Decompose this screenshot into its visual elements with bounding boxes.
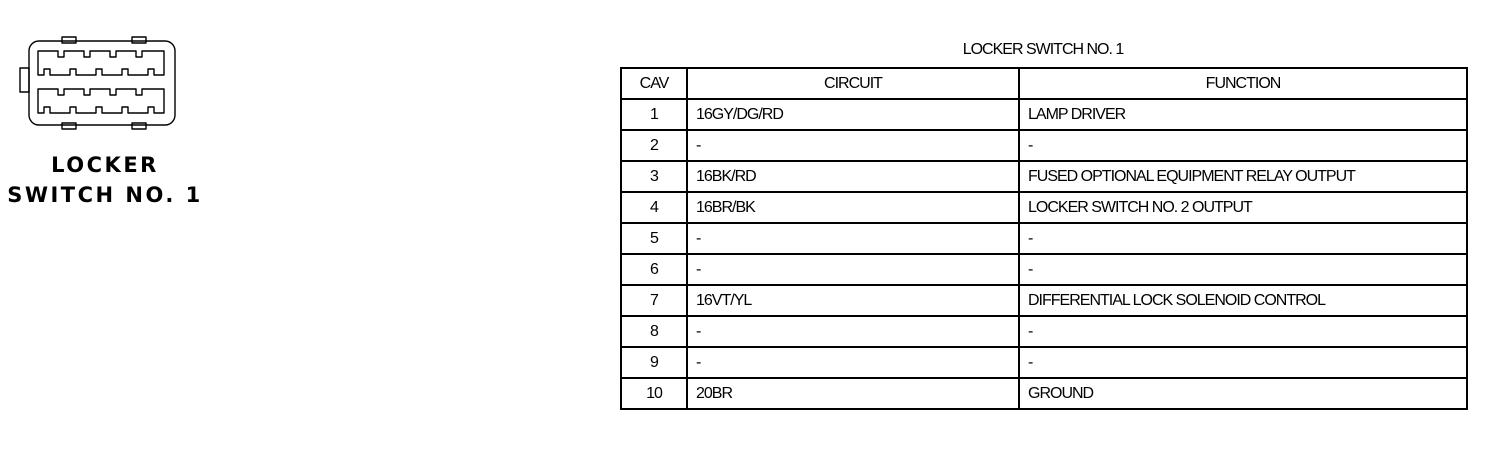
cav-cell: 9 xyxy=(620,346,688,379)
circuit-cell: 16BK/RD xyxy=(686,160,1020,193)
circuit-cell: - xyxy=(686,346,1020,379)
circuit-cell: - xyxy=(686,129,1020,162)
connector-icon xyxy=(19,36,176,130)
function-cell: LOCKER SWITCH NO. 2 OUTPUT xyxy=(1018,191,1468,224)
pinout-table: CAV CIRCUIT FUNCTION 1 16GY/DG/RD LAMP D… xyxy=(620,67,1468,410)
table-row: 3 16BK/RD FUSED OPTIONAL EQUIPMENT RELAY… xyxy=(620,160,1468,193)
function-cell: LAMP DRIVER xyxy=(1018,98,1468,131)
cav-cell: 6 xyxy=(620,253,688,286)
cav-cell: 5 xyxy=(620,222,688,255)
connector-label: LOCKER SWITCH NO. 1 xyxy=(0,150,210,210)
circuit-cell: 16BR/BK xyxy=(686,191,1020,224)
cav-cell: 1 xyxy=(620,98,688,131)
table-header-row: CAV CIRCUIT FUNCTION xyxy=(620,67,1468,100)
function-cell: FUSED OPTIONAL EQUIPMENT RELAY OUTPUT xyxy=(1018,160,1468,193)
function-cell: - xyxy=(1018,253,1468,286)
cav-cell: 7 xyxy=(620,284,688,317)
function-cell: DIFFERENTIAL LOCK SOLENOID CONTROL xyxy=(1018,284,1468,317)
function-cell: - xyxy=(1018,346,1468,379)
connector-label-line1: LOCKER xyxy=(51,153,159,177)
header-circuit: CIRCUIT xyxy=(686,67,1020,100)
circuit-cell: - xyxy=(686,315,1020,348)
table-row: 4 16BR/BK LOCKER SWITCH NO. 2 OUTPUT xyxy=(620,191,1468,224)
function-cell: - xyxy=(1018,315,1468,348)
table-row: 6 - - xyxy=(620,253,1468,286)
header-cav: CAV xyxy=(620,67,688,100)
connector-label-line2: SWITCH NO. 1 xyxy=(7,183,203,207)
table-row: 9 - - xyxy=(620,346,1468,379)
function-cell: GROUND xyxy=(1018,377,1468,410)
circuit-cell: - xyxy=(686,222,1020,255)
cav-cell: 2 xyxy=(620,129,688,162)
circuit-cell: 16GY/DG/RD xyxy=(686,98,1020,131)
cav-cell: 10 xyxy=(620,377,688,410)
circuit-cell: 16VT/YL xyxy=(686,284,1020,317)
table-row: 1 16GY/DG/RD LAMP DRIVER xyxy=(620,98,1468,131)
table-row: 8 - - xyxy=(620,315,1468,348)
table-title: LOCKER SWITCH NO. 1 xyxy=(962,41,1125,58)
table-row: 7 16VT/YL DIFFERENTIAL LOCK SOLENOID CON… xyxy=(620,284,1468,317)
table-row: 10 20BR GROUND xyxy=(620,377,1468,410)
cav-cell: 8 xyxy=(620,315,688,348)
cav-cell: 3 xyxy=(620,160,688,193)
circuit-cell: 20BR xyxy=(686,377,1020,410)
header-function: FUNCTION xyxy=(1018,67,1468,100)
cav-cell: 4 xyxy=(620,191,688,224)
function-cell: - xyxy=(1018,222,1468,255)
circuit-cell: - xyxy=(686,253,1020,286)
function-cell: - xyxy=(1018,129,1468,162)
table-row: 2 - - xyxy=(620,129,1468,162)
table-row: 5 - - xyxy=(620,222,1468,255)
